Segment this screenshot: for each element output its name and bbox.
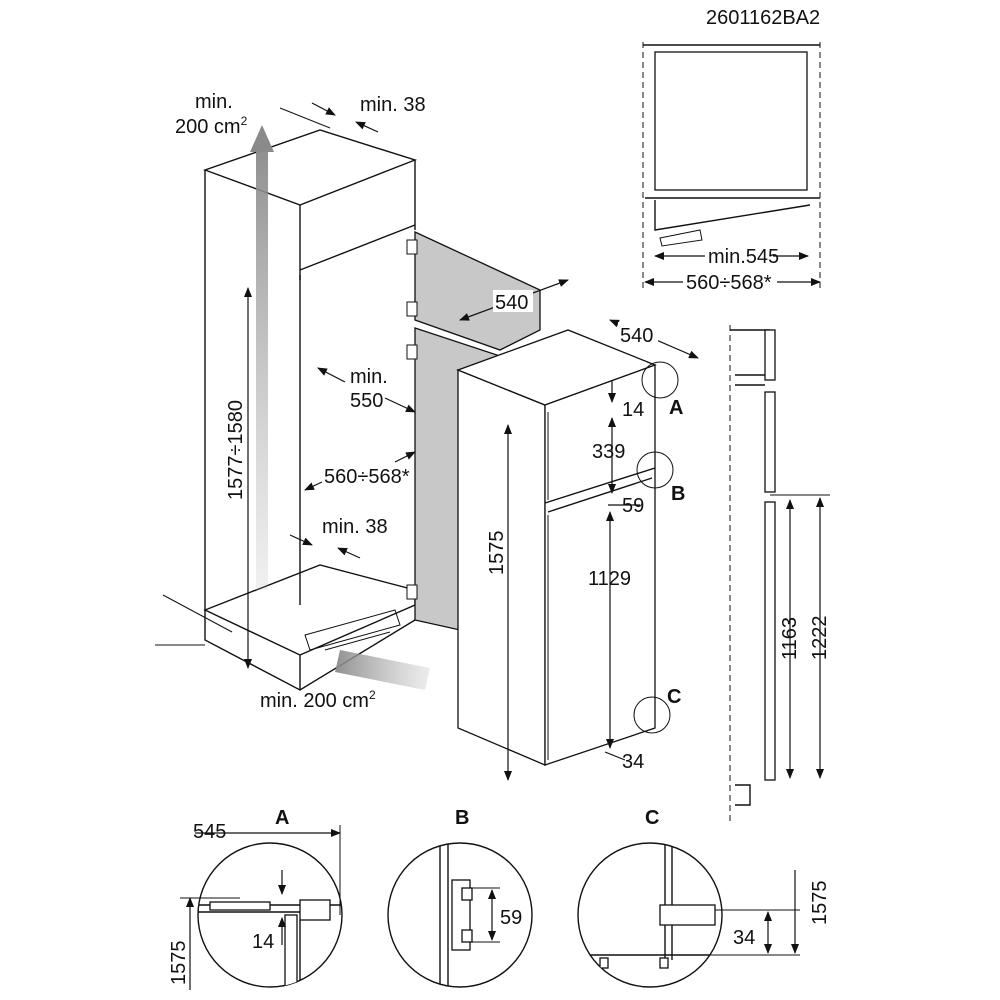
detail-c (577, 842, 800, 988)
callout-b: B (671, 483, 685, 505)
callout-c: C (667, 686, 681, 708)
detail-a-title: A (275, 807, 289, 829)
min-depth-line2: 550 (350, 390, 383, 412)
detail-c-title: C (645, 807, 659, 829)
dim-59-label: 59 (622, 495, 644, 517)
side-section (729, 325, 830, 825)
detail-b-title: B (455, 807, 469, 829)
top-view-min-width: min.545 (708, 246, 779, 268)
niche-height-label: 1577÷1580 (225, 400, 247, 500)
side-dim-1222-label: 1222 (809, 616, 831, 661)
detail-a-gap: 14 (252, 931, 274, 953)
dim-34-label: 34 (622, 751, 644, 773)
niche-width-label: 560÷568* (324, 466, 410, 488)
detail-b (387, 842, 533, 988)
appliance-depth-label: 540 (620, 325, 653, 347)
side-dim-1163-label: 1163 (779, 617, 801, 660)
door-width-label: 540 (495, 292, 528, 314)
main-labels: min. 200 cm2 min. 38 1577÷1580 min. 550 … (175, 91, 831, 773)
min-depth-line1: min. (350, 366, 388, 388)
detail-c-height: 1575 (809, 881, 831, 926)
detail-b-gap: 59 (500, 907, 522, 929)
detail-a-width: 545 (193, 821, 226, 843)
top-vent-label-line2: 200 cm2 (175, 114, 248, 138)
appliance-drawing (456, 279, 699, 781)
top-view-niche-width: 560÷568* (686, 272, 772, 294)
dim-1129-label: 1129 (588, 568, 631, 590)
drawing-code: 2601162BA2 (706, 7, 820, 29)
appliance-height-label: 1575 (486, 531, 508, 576)
detail-labels: A B C 545 1575 14 59 34 1575 (168, 807, 831, 985)
detail-a (180, 825, 343, 990)
top-vent-label-line1: min. (195, 91, 233, 113)
detail-c-gap: 34 (733, 927, 755, 949)
top-view: min.545 560÷568* (642, 42, 821, 294)
dim-14-label: 14 (622, 399, 644, 421)
dim-339-label: 339 (592, 441, 625, 463)
callout-a: A (669, 397, 683, 419)
top-gap-label: min. 38 (360, 94, 426, 116)
bottom-gap-label: min. 38 (322, 516, 388, 538)
bottom-vent-label: min. 200 cm2 (260, 688, 376, 712)
detail-a-height: 1575 (168, 941, 190, 986)
